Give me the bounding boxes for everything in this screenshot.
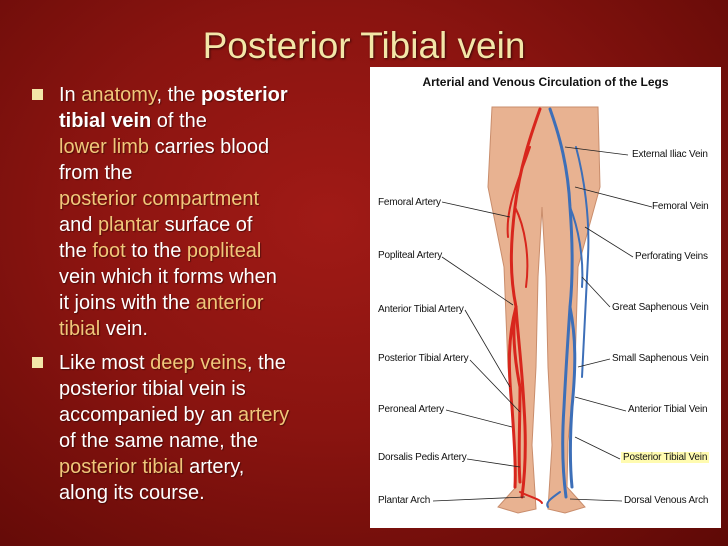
text: carries blood xyxy=(149,136,270,158)
label-peroneal-artery: Peroneal Artery xyxy=(378,404,444,415)
text: posterior tibial vein is xyxy=(59,378,246,400)
legs-illustration xyxy=(432,106,653,514)
text: from the xyxy=(59,162,133,184)
figure-title: Arterial and Venous Circulation of the L… xyxy=(422,75,669,89)
link-deep-veins[interactable]: deep veins xyxy=(150,352,247,374)
link-foot[interactable]: foot xyxy=(92,240,126,262)
text: surface of xyxy=(159,214,253,236)
text: along its course. xyxy=(59,482,205,504)
text: to the xyxy=(125,240,187,262)
legs-silhouette xyxy=(487,106,601,514)
label-perforating-veins: Perforating Veins xyxy=(635,251,708,262)
text: of the xyxy=(151,110,207,132)
link-anterior[interactable]: anterior xyxy=(195,292,264,314)
text: and xyxy=(59,214,98,236)
bold-text: posterior xyxy=(200,84,288,106)
veins xyxy=(546,107,590,508)
text: vein. xyxy=(100,318,148,340)
text: the xyxy=(59,240,93,262)
leader-lines xyxy=(432,146,653,502)
text: , the xyxy=(246,352,286,374)
text: accompanied by an xyxy=(59,404,239,426)
label-great-saphenous-vein: Great Saphenous Vein xyxy=(612,302,709,313)
bullet-item-2: Like most deep veins, the posterior tibi… xyxy=(30,350,360,506)
label-dorsal-venous-arch: Dorsal Venous Arch xyxy=(624,495,709,506)
link-tibial[interactable]: tibial xyxy=(59,318,101,340)
bullet-square-icon xyxy=(32,89,43,100)
text: , the xyxy=(156,84,201,106)
label-popliteal-artery: Popliteal Artery xyxy=(378,250,443,261)
label-small-saphenous-vein: Small Saphenous Vein xyxy=(612,353,709,364)
text: it joins with the xyxy=(59,292,196,314)
link-artery[interactable]: artery xyxy=(238,404,290,426)
label-external-iliac-vein: External Iliac Vein xyxy=(632,149,708,160)
text: Like most xyxy=(59,352,151,374)
text: In xyxy=(59,84,82,106)
bullet-item-1: In anatomy, the posterior tibial vein of… xyxy=(30,82,360,342)
label-dorsalis-pedis-artery: Dorsalis Pedis Artery xyxy=(378,452,467,463)
bullet-list: In anatomy, the posterior tibial vein of… xyxy=(30,82,360,506)
link-lower-limb[interactable]: lower limb xyxy=(59,136,150,158)
leg-circulation-figure: Arterial and Venous Circulation of the L… xyxy=(370,67,721,528)
link-popliteal[interactable]: popliteal xyxy=(186,240,262,262)
bullet-square-icon xyxy=(32,357,43,368)
text: of the same name, the xyxy=(59,430,259,452)
text: artery, xyxy=(183,456,245,478)
label-anterior-tibial-artery: Anterior Tibial Artery xyxy=(378,304,464,315)
link-posterior-tibial[interactable]: posterior tibial xyxy=(59,456,184,478)
label-femoral-artery: Femoral Artery xyxy=(378,197,441,208)
bold-text: tibial vein xyxy=(59,110,152,132)
slide-title: Posterior Tibial vein xyxy=(202,25,526,66)
label-posterior-tibial-artery: Posterior Tibial Artery xyxy=(378,353,469,364)
link-plantar[interactable]: plantar xyxy=(97,214,160,236)
link-anatomy[interactable]: anatomy xyxy=(81,84,157,106)
link-posterior-compartment[interactable]: posterior compartment xyxy=(59,188,260,210)
label-plantar-arch: Plantar Arch xyxy=(378,495,431,506)
label-posterior-tibial-vein: Posterior Tibial Vein xyxy=(621,452,710,463)
label-anterior-tibial-vein: Anterior Tibial Vein xyxy=(628,404,708,415)
arteries xyxy=(506,107,543,504)
label-femoral-vein: Femoral Vein xyxy=(652,201,709,212)
text: vein which it forms when xyxy=(59,266,277,288)
